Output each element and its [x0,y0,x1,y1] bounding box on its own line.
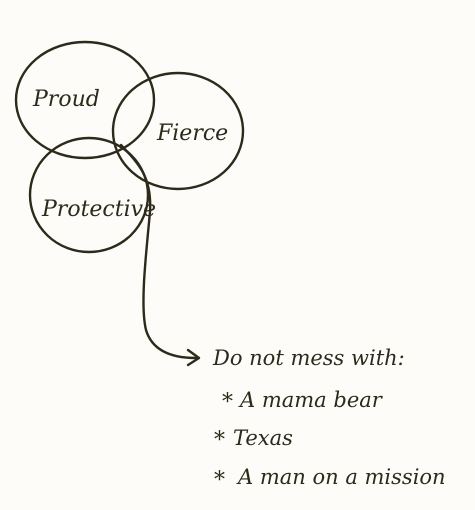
arrow-line [119,143,198,360]
circle-proud [14,40,156,160]
label-protective: Protective [41,197,156,222]
note-item-2: Texas [233,426,293,450]
circle-fierce [111,71,245,191]
bullet-icon: * [222,390,233,415]
note-heading: Do not mess with: [212,346,405,370]
circle-protective [28,136,150,254]
bullet-icon: * [214,428,225,453]
note-item-1: A mama bear [238,388,384,412]
label-proud: Proud [32,87,100,112]
arrow-head-icon [186,348,201,367]
label-fierce: Fierce [156,121,228,146]
note-item-3: A man on a mission [236,465,446,489]
bullet-icon: * [214,468,225,493]
